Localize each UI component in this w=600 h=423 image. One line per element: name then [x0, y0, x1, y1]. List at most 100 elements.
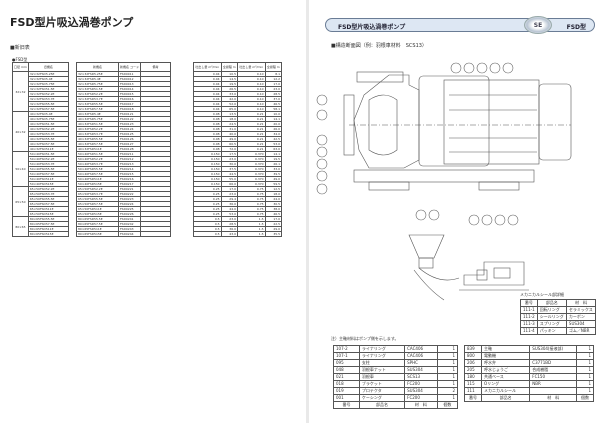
col-old-model: 旧機名 — [27, 62, 70, 72]
cell: 111-2 — [520, 313, 538, 321]
table-row: 80×65FSD515E — [13, 231, 70, 237]
material-note: 注）主軸材料はポンプ側を示します。 — [331, 336, 399, 341]
cell: ライナリング — [358, 352, 406, 360]
cell: C3771BD — [529, 359, 577, 367]
cell: SCS13 — [404, 373, 438, 381]
col-head1: 全揚程 m — [220, 62, 238, 72]
cell: 206 — [464, 359, 482, 367]
cell: 呼水弁 — [480, 359, 531, 367]
col-flow2: 吐出し量 m³/min — [236, 62, 266, 72]
head-1: 43.0 — [220, 231, 238, 237]
col-flow1: 吐出し量 m³/min — [193, 62, 222, 72]
cell: 1 — [575, 387, 595, 395]
performance-table: 吐出し量 m³/min 全揚程 m 吐出し量 m³/min 全揚程 m 0.04… — [193, 62, 283, 237]
col-bore: 口径 mm — [12, 62, 29, 72]
cell: ケーシング — [358, 394, 406, 402]
cell: ライナリング — [358, 345, 406, 353]
col-new-model: 新機名 — [76, 62, 119, 72]
col-remarks: 備考 — [139, 62, 172, 72]
cell: 1 — [436, 394, 459, 402]
table-header-row: 番号部品名材 料個数 — [464, 394, 595, 402]
header-cell: 材 料 — [529, 394, 577, 402]
cell: 羽根車 — [358, 373, 406, 381]
header-model: FSD型 — [566, 24, 586, 31]
cell: 839 — [464, 345, 482, 353]
col-head2: 全揚程 m — [264, 62, 283, 72]
cell: 1 — [575, 380, 595, 388]
bore-size: 50×40 — [12, 151, 29, 187]
cell: 主軸 — [480, 345, 531, 353]
cell: 電動機 — [480, 352, 531, 360]
cell: 111-3 — [520, 320, 538, 328]
cell: スプリング — [536, 320, 567, 328]
cell: 羽根車ナット — [358, 366, 406, 374]
header-cell: 番号 — [333, 401, 360, 409]
cell — [529, 387, 577, 395]
bore-size: 40×32 — [12, 111, 29, 152]
cell: 111-4 — [520, 327, 538, 335]
bore-size: 65×50 — [12, 186, 29, 217]
cell: SUS304 — [404, 366, 438, 374]
cell: 021 — [333, 373, 360, 381]
new-model-name: 80×65FSD515E — [76, 231, 119, 237]
header-cell: 番号 — [464, 394, 482, 402]
header-cell: 個数 — [436, 401, 459, 409]
right-page: FSD型片吸込渦巻ポンプ SE FSD型 ■構造断面図（例：羽根車材料 SCS1… — [309, 0, 600, 423]
cell: メカニカルシール — [480, 387, 531, 395]
cell: SUS304(接液部) — [529, 345, 577, 353]
header-cell: 部品名 — [358, 401, 406, 409]
cell: 1 — [436, 345, 459, 353]
head-2: 35.5 — [264, 231, 283, 237]
cell: 1 — [436, 380, 459, 388]
header-cell: 部品名 — [480, 394, 531, 402]
bore-size: 32×32 — [12, 71, 29, 112]
cell: FC200 — [404, 380, 438, 388]
old-model-name: 80×65FSD515E — [27, 231, 70, 237]
flow-1: 0.5 — [193, 231, 222, 237]
cell: 107-2 — [333, 345, 360, 353]
cell: 2 — [436, 387, 459, 395]
cell: FC200 — [404, 394, 438, 402]
table-header-row: 番号部品名材 料個数 — [333, 401, 459, 409]
cell: 180 — [464, 373, 482, 381]
cell: 800 — [464, 352, 482, 360]
cell: 呼水じょうご — [480, 366, 531, 374]
cell: 205 — [464, 366, 482, 374]
cell: 1 — [575, 359, 595, 367]
cell: 1 — [575, 345, 595, 353]
page-title: FSD型片吸込渦巻ポンプ — [10, 16, 134, 29]
cell: ブラケット — [358, 380, 406, 388]
cell: 1 — [436, 359, 459, 367]
cell: FC150 — [529, 373, 577, 381]
section-heading: ■構造断面図（例：羽根車材料 SCS13） — [331, 43, 427, 49]
cell: SPHC — [404, 359, 438, 367]
cell: 1 — [436, 366, 459, 374]
cell: 1 — [575, 352, 595, 360]
cell: 1 — [575, 373, 595, 381]
model-code: FSD0244 — [118, 231, 141, 237]
cell: 支柱 — [358, 359, 406, 367]
header-cell: 個数 — [575, 394, 595, 402]
cell: 107-1 — [333, 352, 360, 360]
cell: セラミックス — [565, 306, 597, 314]
header-title: FSD型片吸込渦巻ポンプ — [338, 24, 406, 31]
remarks — [139, 231, 172, 237]
